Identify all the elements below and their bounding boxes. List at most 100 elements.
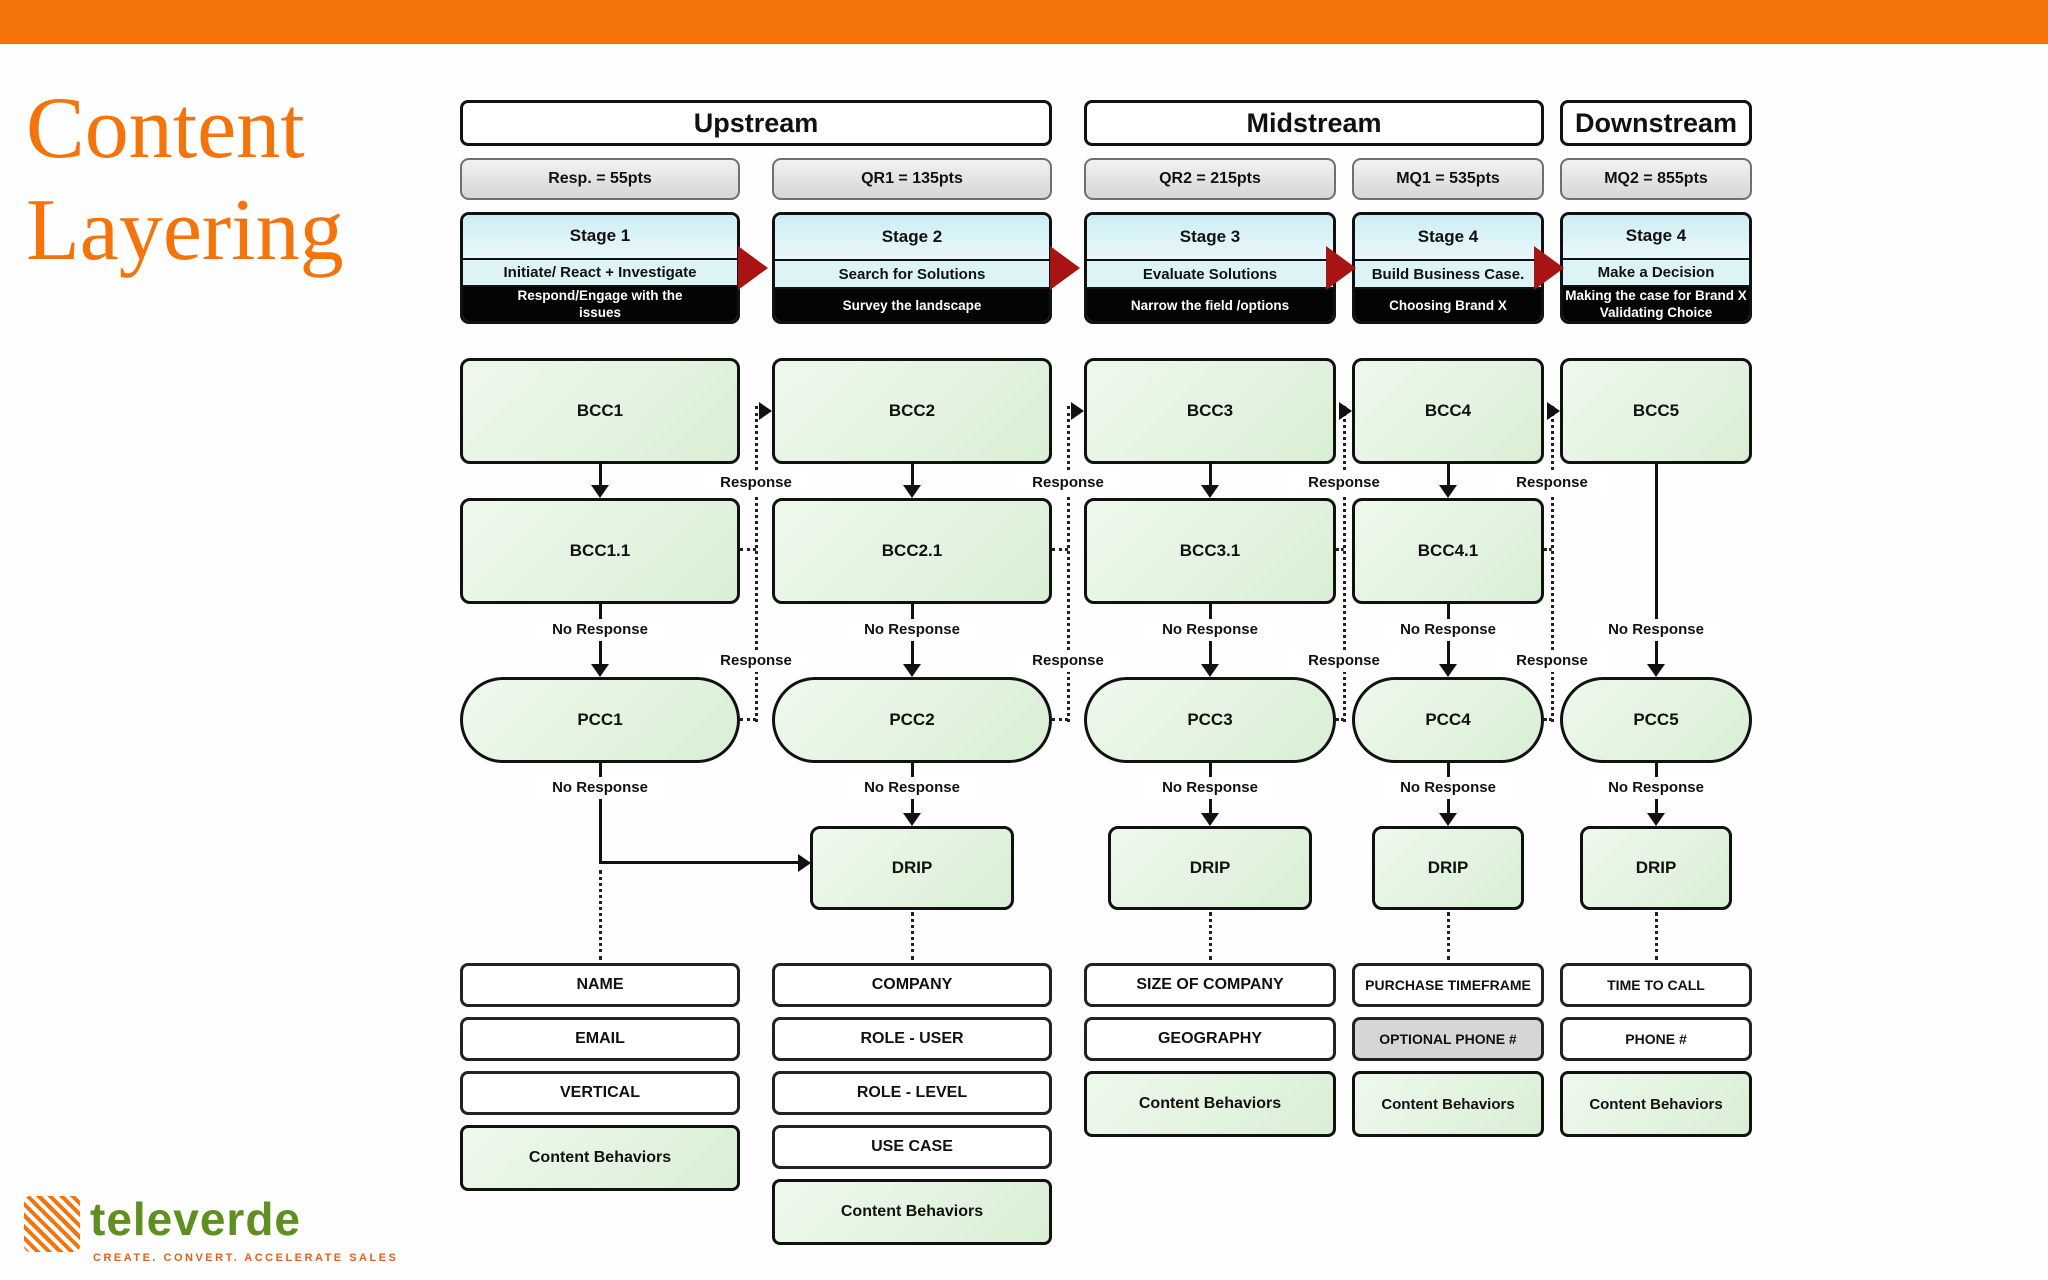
arrow-bcc4-down (1447, 464, 1450, 488)
response-stub (1336, 548, 1344, 551)
response-stub (740, 718, 756, 721)
arrowhead-down-icon (1647, 664, 1665, 677)
stage-5-title: Stage 4 (1563, 215, 1749, 260)
stage-arrow-icon (1050, 246, 1080, 290)
response-label: Response (1013, 472, 1123, 494)
arrow-bcc1-down (599, 464, 602, 488)
attr-phone: PHONE # (1560, 1017, 1752, 1061)
title-line-1: Content (26, 80, 305, 177)
slide-title: Content Layering (26, 78, 344, 282)
header-midstream: Midstream (1084, 100, 1544, 146)
node-drip-5: DRIP (1580, 826, 1732, 910)
dotted-drop-col1 (599, 870, 602, 960)
attr-purchase-timeframe: PURCHASE TIMEFRAME (1352, 963, 1544, 1007)
attr-optional-phone: OPTIONAL PHONE # (1352, 1017, 1544, 1061)
attr-role-level: ROLE - LEVEL (772, 1071, 1052, 1115)
arrowhead-right-icon (1339, 402, 1352, 420)
no-response-label: No Response (1591, 619, 1721, 641)
node-pcc3: PCC3 (1084, 677, 1336, 763)
stage-1-title: Stage 1 (463, 215, 737, 260)
response-label: Response (1013, 650, 1123, 672)
stage-1-detail: Respond/Engage with the issues (463, 287, 737, 321)
stage-2-title: Stage 2 (775, 215, 1049, 261)
arrowhead-down-icon (591, 664, 609, 677)
response-stub (1544, 548, 1552, 551)
stage-4-box: Stage 4 Build Business Case. Choosing Br… (1352, 212, 1544, 324)
node-bcc2: BCC2 (772, 358, 1052, 464)
no-response-label: No Response (1591, 777, 1721, 799)
dotted-drop-col2 (911, 912, 914, 960)
attr-company: COMPANY (772, 963, 1052, 1007)
points-mq1: MQ1 = 535pts (1352, 158, 1544, 200)
node-bcc1-1: BCC1.1 (460, 498, 740, 604)
arrow-bcc5-down (1655, 464, 1658, 666)
arrowhead-down-icon (1439, 813, 1457, 826)
node-drip-2: DRIP (810, 826, 1014, 910)
attr-vertical: VERTICAL (460, 1071, 740, 1115)
response-stub (1336, 718, 1344, 721)
response-label: Response (701, 650, 811, 672)
points-qr1: QR1 = 135pts (772, 158, 1052, 200)
node-bcc4-1: BCC4.1 (1352, 498, 1544, 604)
response-stub (1052, 718, 1068, 721)
arrowhead-down-icon (1201, 664, 1219, 677)
arrowhead-down-icon (591, 485, 609, 498)
response-channel-3 (1343, 406, 1346, 722)
title-line-2: Layering (26, 182, 344, 279)
arrow-bcc3-down (1209, 464, 1212, 488)
dotted-drop-col5 (1655, 912, 1658, 960)
stage-arrow-icon (738, 246, 768, 290)
node-pcc5: PCC5 (1560, 677, 1752, 763)
arrowhead-right-icon (1547, 402, 1560, 420)
node-bcc1: BCC1 (460, 358, 740, 464)
televerde-logo-tagline: CREATE. CONVERT. ACCELERATE SALES (93, 1252, 399, 1264)
stage-4-title: Stage 4 (1355, 215, 1541, 261)
arrow-pcc1-down (599, 763, 602, 864)
arrow-bcc2-down (911, 464, 914, 488)
arrowhead-down-icon (903, 485, 921, 498)
stage-4-detail: Choosing Brand X (1355, 289, 1541, 321)
response-label: Response (1497, 472, 1607, 494)
node-bcc3-1: BCC3.1 (1084, 498, 1336, 604)
node-pcc4: PCC4 (1352, 677, 1544, 763)
arrowhead-down-icon (1439, 664, 1457, 677)
stage-5-detail: Making the case for Brand X Validating C… (1563, 287, 1749, 321)
node-drip-4: DRIP (1372, 826, 1524, 910)
no-response-label: No Response (1145, 777, 1275, 799)
no-response-label: No Response (1383, 777, 1513, 799)
stage-2-box: Stage 2 Search for Solutions Survey the … (772, 212, 1052, 324)
no-response-label: No Response (1383, 619, 1513, 641)
arrowhead-right-icon (759, 402, 772, 420)
attr-use-case: USE CASE (772, 1125, 1052, 1169)
arrowhead-down-icon (903, 813, 921, 826)
response-stub (740, 548, 756, 551)
node-bcc4: BCC4 (1352, 358, 1544, 464)
attr-content-behaviors-1: Content Behaviors (460, 1125, 740, 1191)
node-bcc5: BCC5 (1560, 358, 1752, 464)
attr-content-behaviors-3: Content Behaviors (1084, 1071, 1336, 1137)
attr-email: EMAIL (460, 1017, 740, 1061)
node-pcc1: PCC1 (460, 677, 740, 763)
stage-5-subtitle: Make a Decision (1563, 259, 1749, 287)
stage-4-subtitle: Build Business Case. (1355, 261, 1541, 289)
points-mq2: MQ2 = 855pts (1560, 158, 1752, 200)
attr-role-user: ROLE - USER (772, 1017, 1052, 1061)
points-qr2: QR2 = 215pts (1084, 158, 1336, 200)
televerde-logo-icon (24, 1196, 80, 1252)
attr-size-of-company: SIZE OF COMPANY (1084, 963, 1336, 1007)
no-response-label: No Response (847, 619, 977, 641)
arrowhead-right-icon (1071, 402, 1084, 420)
response-label: Response (1497, 650, 1607, 672)
response-channel-2 (1067, 406, 1070, 722)
response-stub (1544, 718, 1552, 721)
stage-3-detail: Narrow the field /options (1087, 289, 1333, 321)
response-label: Response (1289, 650, 1399, 672)
response-channel-4 (1551, 406, 1554, 722)
arrowhead-right-icon (798, 854, 811, 872)
arrowhead-down-icon (903, 664, 921, 677)
header-downstream: Downstream (1560, 100, 1752, 146)
response-label: Response (1289, 472, 1399, 494)
arrowhead-down-icon (1647, 813, 1665, 826)
no-response-label: No Response (535, 619, 665, 641)
no-response-label: No Response (847, 777, 977, 799)
